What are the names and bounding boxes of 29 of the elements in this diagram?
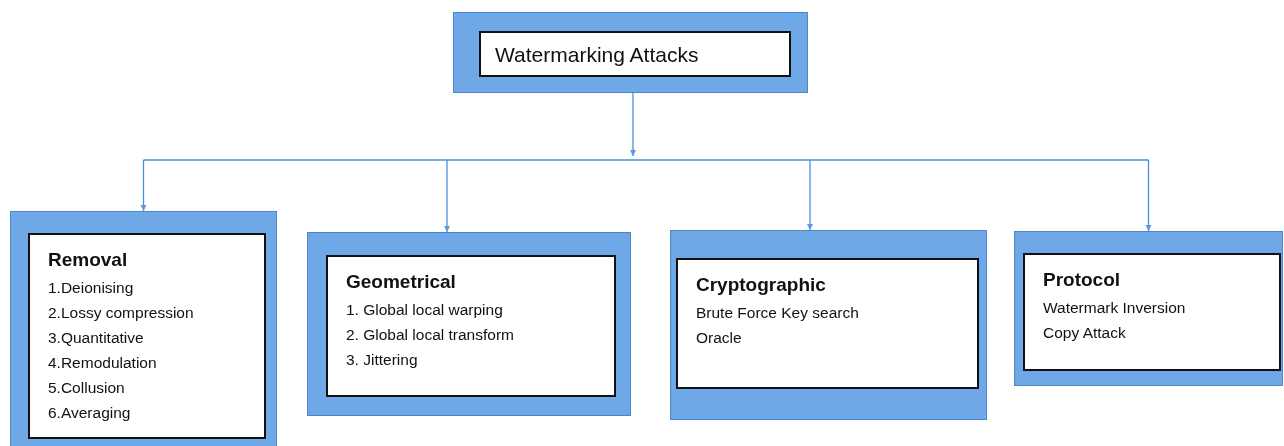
list-item: 2.Lossy compression — [48, 303, 195, 323]
category-heading: Protocol — [1043, 269, 1122, 291]
category-box — [10, 211, 277, 446]
category-box — [670, 230, 987, 420]
list-item: 3.Quantitative — [48, 328, 145, 348]
list-item: Watermark Inversion — [1043, 298, 1187, 318]
list-item: Oracle — [696, 328, 743, 348]
list-item: 1. Global local warping — [346, 300, 504, 320]
list-item: 4.Remodulation — [48, 353, 158, 373]
arrow — [443, 159, 451, 233]
list-item: 6.Averaging — [48, 403, 132, 423]
arrow — [140, 159, 147, 212]
category-box — [1014, 231, 1283, 386]
arrow — [629, 92, 637, 157]
connector-line — [142, 159, 1150, 161]
list-item: 5.Collusion — [48, 378, 126, 398]
arrow — [806, 159, 814, 231]
list-item: 1.Deionising — [48, 278, 135, 298]
list-item: 3. Jittering — [346, 350, 419, 370]
list-item: Copy Attack — [1043, 323, 1127, 343]
title-box — [453, 12, 808, 93]
category-heading: Removal — [48, 249, 129, 271]
list-item: 2. Global local transform — [346, 325, 515, 345]
category-box — [307, 232, 631, 416]
category-heading: Geometrical — [346, 271, 457, 293]
category-heading: Cryptographic — [696, 274, 827, 296]
root-label: Watermarking Attacks — [495, 43, 700, 67]
arrow — [1145, 159, 1152, 232]
list-item: Brute Force Key search — [696, 303, 860, 323]
